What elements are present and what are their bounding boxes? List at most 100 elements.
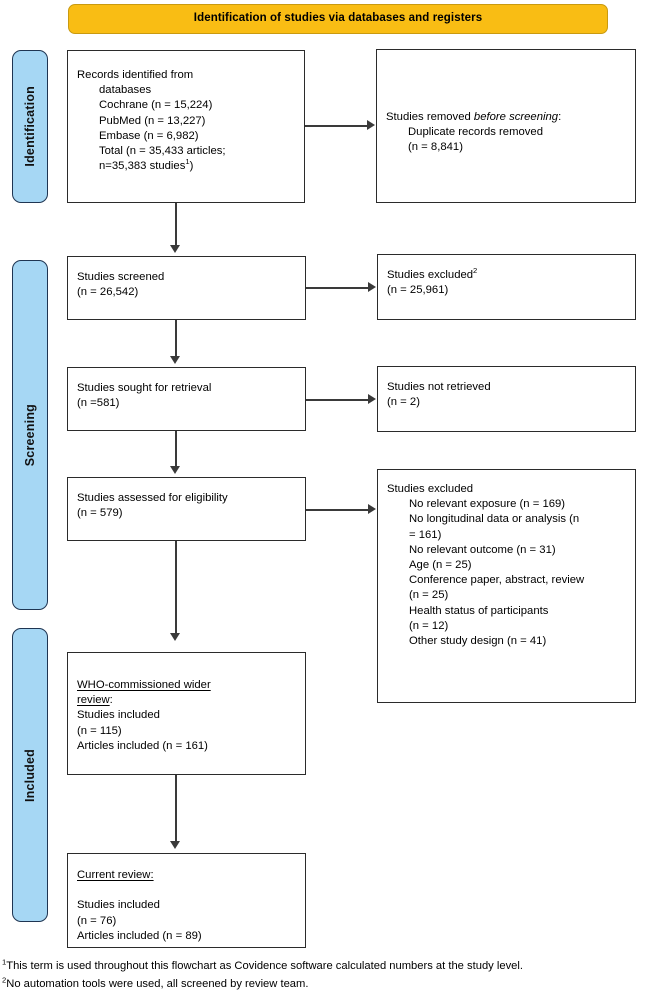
connector-records-to-removed bbox=[305, 125, 368, 127]
who-heading-line-2: review: bbox=[77, 693, 299, 708]
footnote-1-text: This term is used throughout this flowch… bbox=[6, 960, 523, 972]
eligibility-count: (n = 579) bbox=[77, 507, 123, 520]
excluded2-reason-8: (n = 12) bbox=[409, 619, 449, 632]
connector-sought-to-eligibility bbox=[175, 431, 177, 469]
records-title: Records identified from bbox=[77, 69, 194, 81]
box-studies-sought-for-retrieval: Studies sought for retrieval (n =581) bbox=[67, 367, 306, 431]
records-line-3: Embase (n = 6,982) bbox=[99, 129, 199, 142]
arrowhead-sought-to-notretrieved bbox=[368, 394, 376, 404]
current-spacer bbox=[77, 883, 299, 898]
excluded2-reason-9: Other study design (n = 41) bbox=[409, 635, 547, 648]
box-studies-excluded-screening: Studies excluded2 (n = 25,961) bbox=[377, 254, 636, 320]
arrowhead-sought-to-eligibility bbox=[170, 466, 180, 474]
stage-label-included-text: Included bbox=[23, 748, 37, 802]
screened-count: (n = 26,542) bbox=[77, 286, 139, 299]
box-studies-excluded-reasons: Studies excluded No relevant exposure (n… bbox=[377, 469, 636, 703]
arrowhead-records-to-screened bbox=[170, 245, 180, 253]
excluded2-reason-5: Conference paper, abstract, review bbox=[409, 574, 585, 587]
records-line-1: Cochrane (n = 15,224) bbox=[99, 99, 213, 112]
records-line-4: Total (n = 35,433 articles; bbox=[99, 145, 226, 158]
excluded1-count: (n = 25,961) bbox=[387, 284, 449, 297]
notretrieved-title: Studies not retrieved bbox=[387, 381, 491, 393]
excluded2-reason-7: Health status of participants bbox=[409, 604, 549, 617]
footnote-2-text: No automation tools were used, all scree… bbox=[6, 978, 309, 990]
arrowhead-screened-to-sought bbox=[170, 356, 180, 364]
connector-records-to-screened bbox=[175, 203, 177, 248]
header-banner: Identification of studies via databases … bbox=[68, 4, 608, 34]
box-studies-removed: Studies removed before screening: Duplic… bbox=[376, 49, 636, 203]
excluded2-reason-2: = 161) bbox=[409, 528, 442, 541]
removed-title-italic: before screening bbox=[473, 111, 559, 123]
current-heading: Current review: bbox=[77, 869, 154, 881]
footnote-1-marker: 1 bbox=[2, 957, 7, 967]
box-records-identified-content: Records identified from databases Cochra… bbox=[77, 68, 298, 174]
box-records-identified: Records identified from databases Cochra… bbox=[67, 50, 305, 203]
excluded2-reason-6: (n = 25) bbox=[409, 589, 449, 602]
box-current-review: Current review: Studies included (n = 76… bbox=[67, 853, 306, 948]
stage-label-screening-text: Screening bbox=[23, 403, 37, 467]
connector-screened-to-sought bbox=[175, 320, 177, 359]
box-who-commissioned-review: WHO-commissioned wider review: Studies i… bbox=[67, 652, 306, 775]
stage-label-identification-text: Identification bbox=[23, 86, 37, 167]
records-line-5: n=35,383 studies1) bbox=[77, 157, 298, 174]
records-footnote-marker: 1 bbox=[185, 157, 190, 167]
records-line-2: PubMed (n = 13,227) bbox=[99, 114, 206, 127]
box-studies-excluded-screening-content: Studies excluded2 (n = 25,961) bbox=[387, 266, 629, 298]
box-studies-removed-content: Studies removed before screening: Duplic… bbox=[386, 110, 629, 156]
footnote-1: 1This term is used throughout this flowc… bbox=[2, 957, 523, 973]
box-studies-not-retrieved-content: Studies not retrieved (n = 2) bbox=[387, 380, 629, 410]
current-line-0: Studies included bbox=[77, 899, 160, 912]
removed-title: Studies removed before screening: bbox=[386, 110, 629, 125]
arrowhead-eligibility-to-excluded bbox=[368, 504, 376, 514]
who-line-0: Studies included bbox=[77, 709, 160, 722]
header-title: Identification of studies via databases … bbox=[193, 12, 483, 25]
removed-title-suffix: : bbox=[558, 111, 562, 123]
removed-line-1: (n = 8,841) bbox=[408, 141, 463, 154]
removed-line-0: Duplicate records removed bbox=[408, 126, 543, 139]
who-heading-line-2-text: review bbox=[77, 694, 110, 707]
excluded2-title: Studies excluded bbox=[387, 483, 474, 495]
who-line-1: (n = 115) bbox=[77, 724, 122, 737]
box-who-commissioned-review-content: WHO-commissioned wider review: Studies i… bbox=[77, 678, 299, 754]
box-studies-assessed-for-eligibility: Studies assessed for eligibility (n = 57… bbox=[67, 477, 306, 541]
records-total-close: ) bbox=[189, 160, 194, 173]
connector-eligibility-to-who bbox=[175, 541, 177, 636]
arrowhead-records-to-removed bbox=[367, 120, 375, 130]
excluded1-title: Studies excluded2 bbox=[387, 266, 629, 283]
excluded2-reason-3: No relevant outcome (n = 31) bbox=[409, 543, 556, 556]
excluded2-reason-0: No relevant exposure (n = 169) bbox=[409, 498, 566, 511]
excluded1-footnote-marker: 2 bbox=[473, 266, 478, 276]
excluded2-reason-4: Age (n = 25) bbox=[409, 559, 472, 572]
connector-who-to-current bbox=[175, 775, 177, 843]
connector-eligibility-to-excluded bbox=[306, 509, 369, 511]
records-total-studies: n=35,383 studies bbox=[99, 160, 186, 173]
who-heading-line-1: WHO-commissioned wider bbox=[77, 679, 211, 691]
current-line-2: Articles included (n = 89) bbox=[77, 929, 202, 942]
box-studies-excluded-reasons-content: Studies excluded No relevant exposure (n… bbox=[387, 482, 629, 649]
sought-title: Studies sought for retrieval bbox=[77, 382, 212, 394]
arrowhead-who-to-current bbox=[170, 841, 180, 849]
current-line-1: (n = 76) bbox=[77, 914, 117, 927]
who-heading-colon: : bbox=[109, 694, 113, 707]
box-current-review-content: Current review: Studies included (n = 76… bbox=[77, 868, 299, 944]
stage-label-identification: Identification bbox=[12, 50, 48, 203]
sought-count: (n =581) bbox=[77, 397, 120, 410]
removed-title-prefix: Studies removed bbox=[386, 111, 474, 123]
box-studies-screened-content: Studies screened (n = 26,542) bbox=[77, 270, 299, 300]
box-studies-sought-content: Studies sought for retrieval (n =581) bbox=[77, 381, 299, 411]
stage-label-included: Included bbox=[12, 628, 48, 922]
records-line-0: databases bbox=[99, 84, 152, 97]
screened-title: Studies screened bbox=[77, 271, 165, 283]
excluded2-reason-1: No longitudinal data or analysis (n bbox=[409, 513, 580, 526]
box-studies-screened: Studies screened (n = 26,542) bbox=[67, 256, 306, 320]
excluded1-title-text: Studies excluded bbox=[387, 269, 474, 281]
box-studies-assessed-content: Studies assessed for eligibility (n = 57… bbox=[77, 491, 299, 521]
notretrieved-count: (n = 2) bbox=[387, 396, 420, 409]
box-studies-not-retrieved: Studies not retrieved (n = 2) bbox=[377, 366, 636, 432]
footnote-2-marker: 2 bbox=[2, 975, 7, 985]
arrowhead-eligibility-to-who bbox=[170, 633, 180, 641]
footnote-2: 2No automation tools were used, all scre… bbox=[2, 975, 309, 991]
eligibility-title: Studies assessed for eligibility bbox=[77, 492, 228, 504]
connector-sought-to-notretrieved bbox=[306, 399, 369, 401]
